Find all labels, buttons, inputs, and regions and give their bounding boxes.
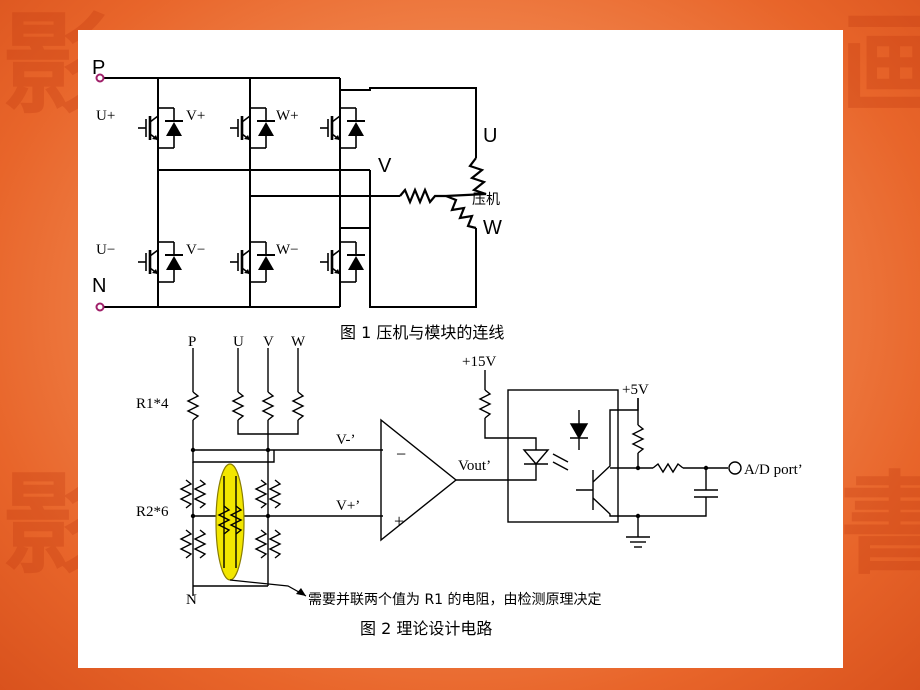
fig1-terminal-n: N — [92, 275, 106, 297]
ad-port-terminal — [728, 461, 742, 475]
fig2-input-n: N — [186, 592, 197, 608]
label-v-plus: V+ — [186, 108, 205, 124]
background-glyph: 書 — [840, 460, 920, 589]
label-u-minus: U− — [96, 242, 115, 258]
fig2-supply-5v: +5V — [622, 382, 649, 398]
fig1-terminal-p: P — [92, 57, 105, 79]
label-w-plus: W+ — [276, 108, 299, 124]
fig2-supply-15v: +15V — [462, 354, 496, 370]
circuit-diagrams: P N U+ V+ W+ U− V− W− U V W 压机 图 1 压机与模块… — [92, 57, 803, 638]
label-motor: 压机 — [472, 192, 500, 208]
note-arrowhead — [296, 588, 306, 596]
fig2-r2-label: R2*6 — [136, 504, 169, 520]
igbt-v-plus — [228, 102, 277, 154]
opamp-plus-sign: + — [394, 511, 404, 531]
igbt-w-plus — [318, 102, 367, 154]
fig2-input-u: U — [233, 334, 244, 350]
label-phase-w: W — [483, 217, 502, 239]
igbt-w-minus — [318, 236, 367, 288]
fig2-ad-port-label: A/D port’ — [744, 462, 803, 478]
fig2-vout-label: Vout’ — [458, 458, 491, 474]
fig2-input-p: P — [188, 334, 196, 350]
fig2-input-v: V — [263, 334, 274, 350]
fig1-caption: 图 1 压机与模块的连线 — [340, 323, 504, 342]
junction-dots — [190, 447, 709, 519]
slide-content: P N U+ V+ W+ U− V− W− U V W 压机 图 1 压机与模块… — [78, 30, 843, 668]
terminal-p-dot — [95, 73, 105, 83]
fig2-circuit — [179, 348, 728, 596]
label-phase-v: V — [378, 155, 392, 177]
fig2-input-w: W — [291, 334, 306, 350]
fig2-note: 需要并联两个值为 R1 的电阻，由检测原理决定 — [308, 592, 602, 608]
label-w-minus: W− — [276, 242, 299, 258]
igbt-v-minus — [228, 236, 277, 288]
terminal-n-dot — [95, 302, 105, 312]
label-v-minus: V− — [186, 242, 205, 258]
fig2-r1-label: R1*4 — [136, 396, 169, 412]
label-phase-u: U — [483, 125, 497, 147]
fig2-vminus-label: V-’ — [336, 432, 355, 448]
opamp-minus-sign: − — [396, 444, 406, 464]
label-u-plus: U+ — [96, 108, 115, 124]
fig2-caption: 图 2 理论设计电路 — [360, 619, 492, 638]
highlighted-resistors — [217, 476, 243, 568]
background-glyph: 画 — [840, 0, 920, 129]
motor-windings — [399, 157, 487, 230]
igbt-u-plus — [136, 102, 185, 154]
highlight-ellipse — [215, 463, 245, 581]
fig2-vplus-label: V+’ — [336, 498, 360, 514]
igbt-u-minus — [136, 236, 185, 288]
